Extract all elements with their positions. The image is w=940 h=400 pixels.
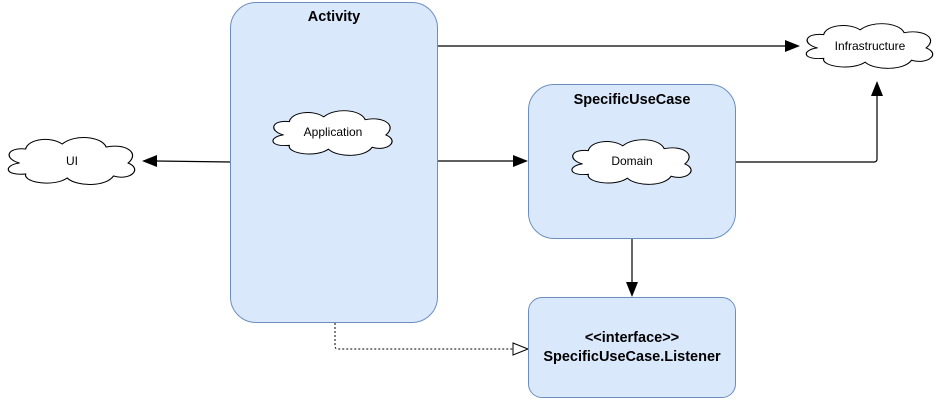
edge-activity-specific-use-case — [438, 155, 528, 167]
specific-use-case-title: SpecificUseCase — [573, 92, 691, 108]
edge-activity-ui — [142, 155, 232, 167]
activity-box: Activity — [230, 2, 438, 323]
listener-box: <<interface>> SpecificUseCase.Listener — [528, 297, 736, 398]
domain-label: Domain — [611, 154, 653, 168]
edge-activity-infrastructure — [438, 40, 800, 52]
ui-label: UI — [66, 154, 78, 168]
activity-title: Activity — [307, 9, 361, 25]
listener-title: SpecificUseCase.Listener — [543, 349, 721, 365]
application-label: Application — [303, 125, 363, 139]
listener-stereotype: <<interface>> — [584, 330, 680, 346]
infrastructure-label: Infrastructure — [834, 39, 906, 53]
edge-specific-use-case-infrastructure — [736, 81, 883, 163]
edge-specific-use-case-listener — [626, 239, 638, 297]
edge-activity-listener-realization — [334, 323, 530, 356]
